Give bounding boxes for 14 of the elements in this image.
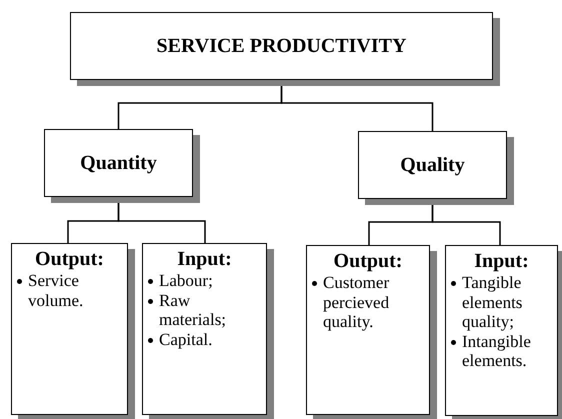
box-heading: Output: bbox=[34, 248, 105, 271]
box-heading: Output: bbox=[332, 250, 404, 273]
box-heading: Input: bbox=[473, 250, 530, 273]
bullet-item: Labour; bbox=[159, 271, 214, 291]
box-heading: Input: bbox=[176, 248, 233, 271]
box-heading: Quantity bbox=[80, 152, 157, 174]
bullet-item: Raw materials; bbox=[159, 290, 228, 330]
bullet-item: Capital. bbox=[159, 330, 214, 350]
bullet-item: Service volume. bbox=[28, 271, 84, 310]
bullet-item: Intangible elements. bbox=[462, 332, 532, 371]
bullet-item: Tangible elements quality; bbox=[462, 273, 524, 332]
bullet-item: Customer percieved quality. bbox=[323, 273, 390, 332]
box-heading: SERVICE PRODUCTIVITY bbox=[156, 34, 406, 58]
box-heading: Quality bbox=[400, 154, 465, 176]
